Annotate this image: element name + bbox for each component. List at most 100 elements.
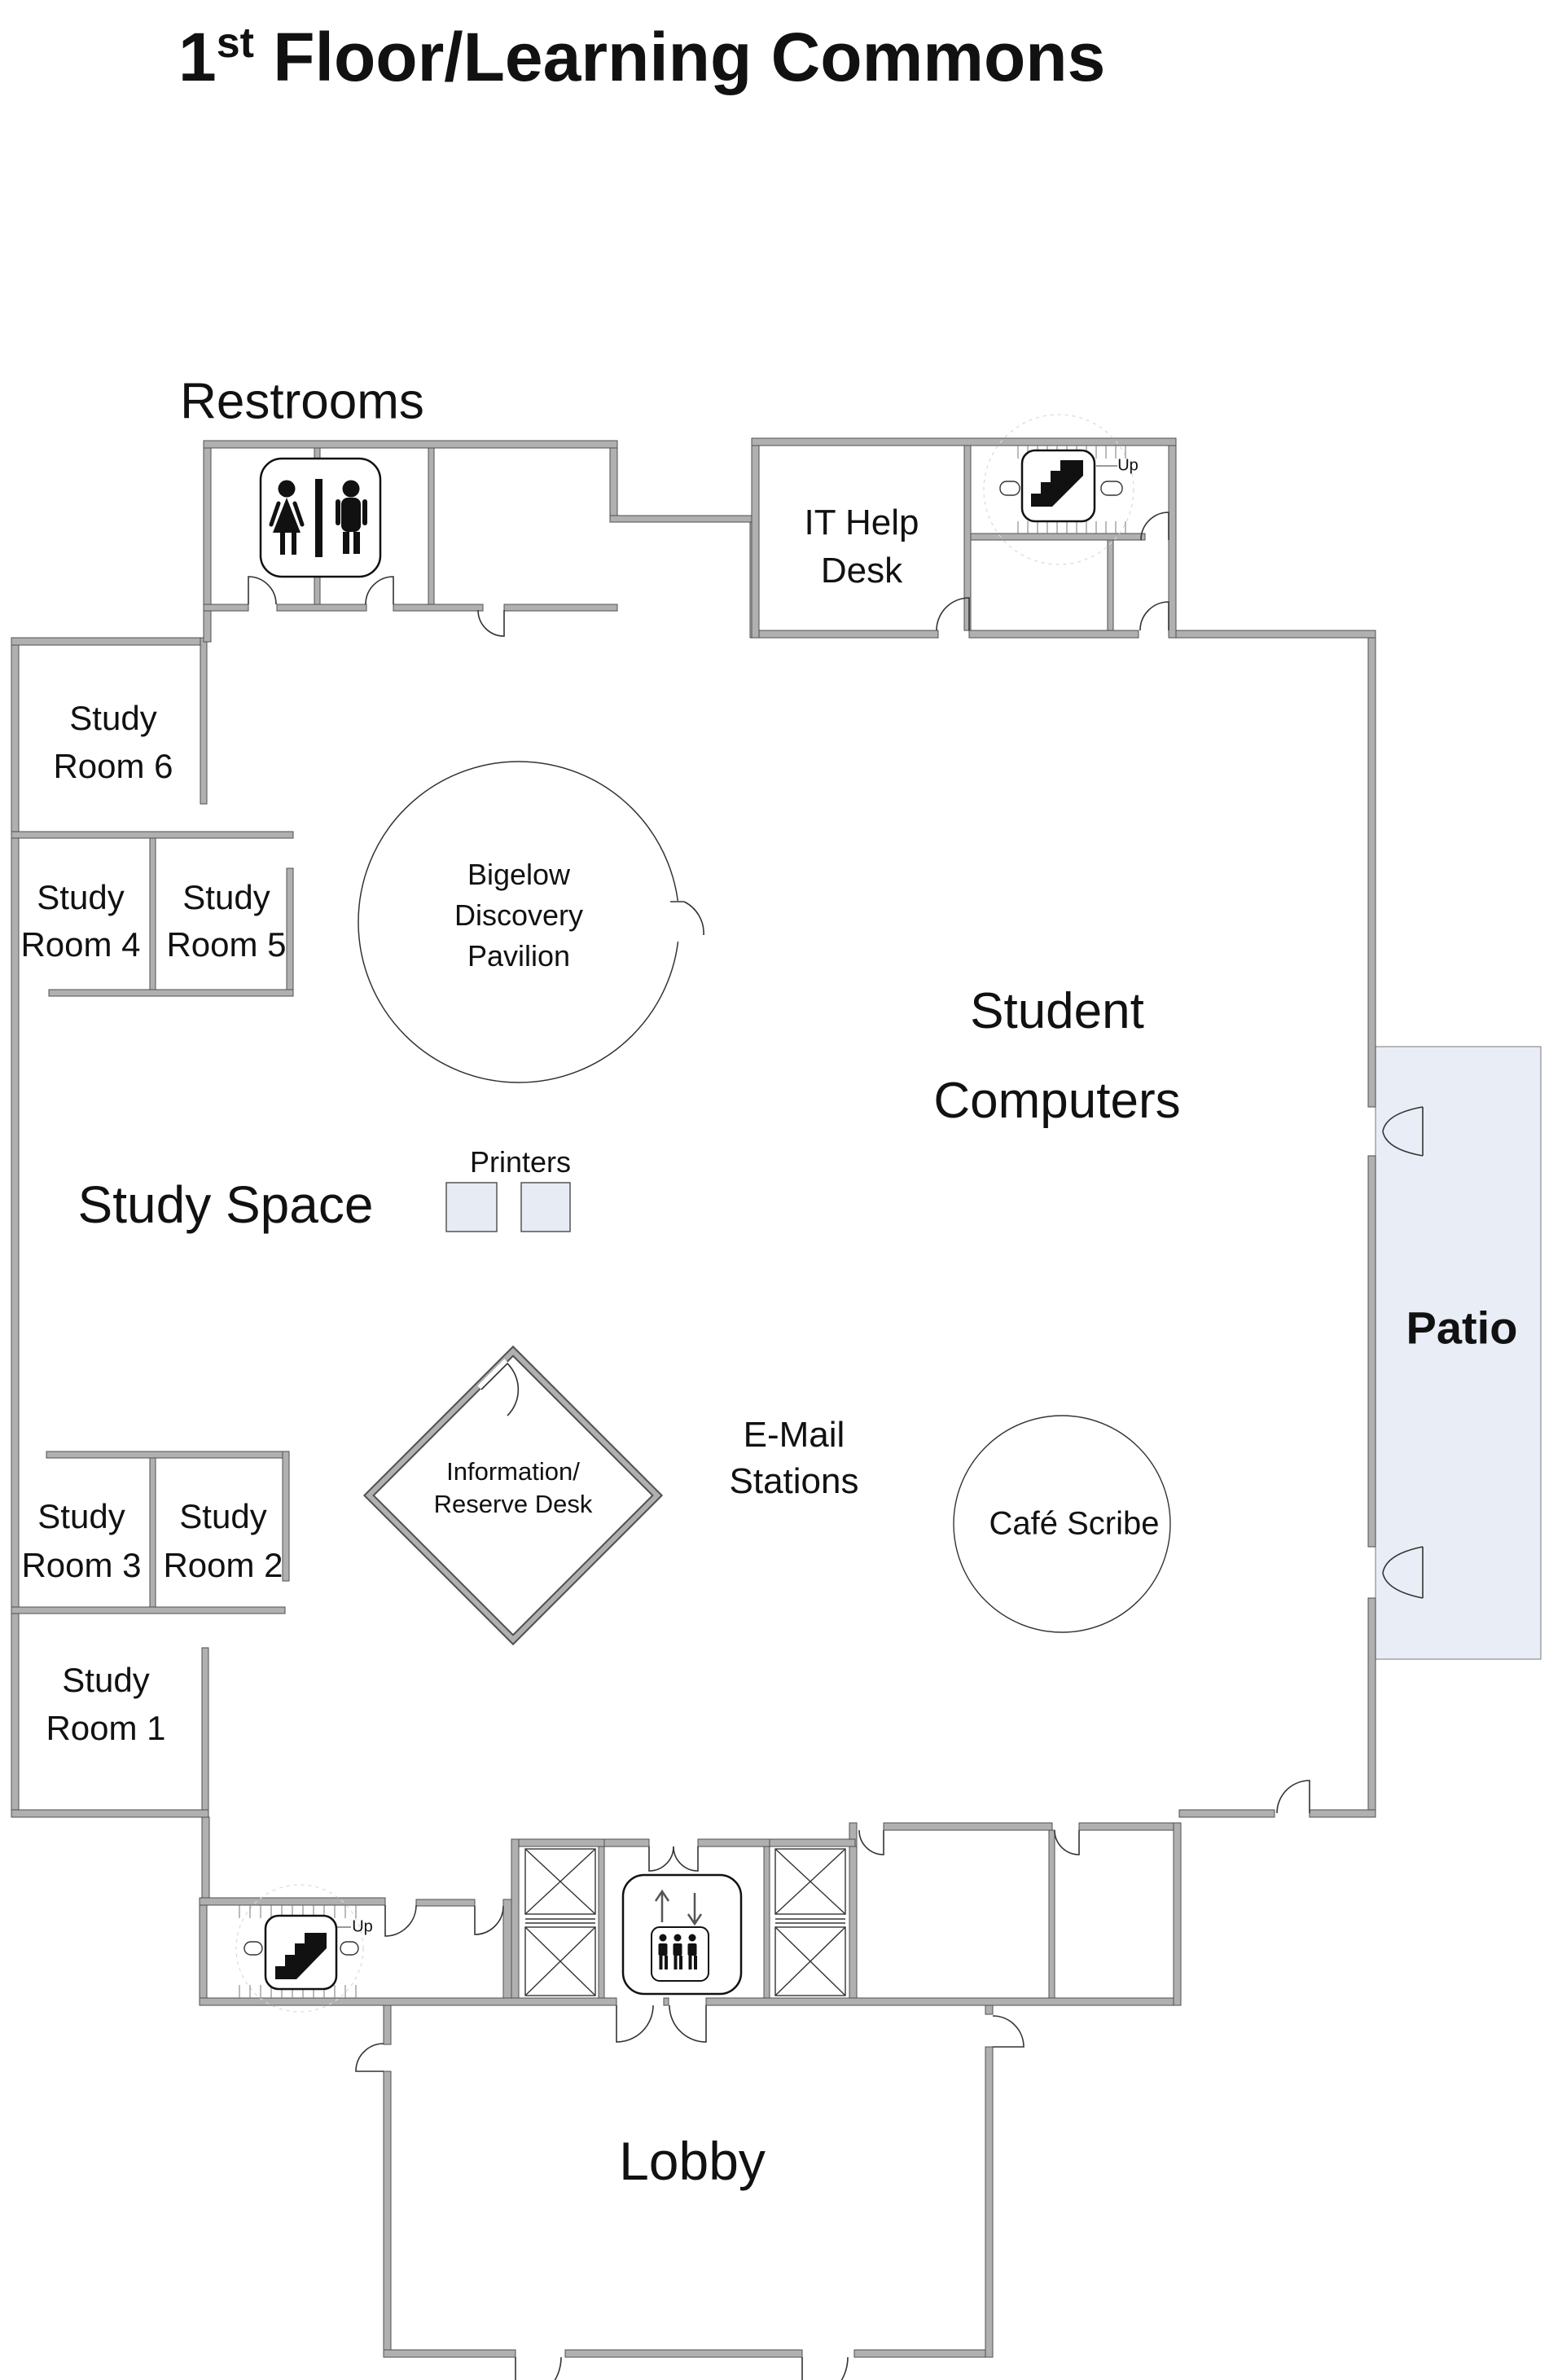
wall	[751, 445, 760, 639]
wall	[1078, 1822, 1174, 1831]
wall	[758, 630, 939, 639]
door-arc	[248, 576, 277, 605]
wall	[705, 1997, 1174, 2006]
wall	[564, 2349, 803, 2358]
label-patio: Patio	[1406, 1302, 1518, 1354]
wall	[968, 630, 1139, 639]
wall	[985, 2005, 994, 2015]
label-information-desk: Information/Reserve Desk	[433, 1457, 593, 1518]
wall	[502, 1899, 512, 2005]
stairs-glyph	[1031, 460, 1083, 507]
door-arc	[858, 1829, 884, 1855]
stairwell-bottom	[235, 1884, 364, 2013]
wall	[383, 2349, 516, 2358]
wall	[383, 2070, 392, 2358]
wall	[970, 533, 1146, 541]
title-ordinal: st	[216, 20, 254, 67]
door-arc	[355, 2043, 384, 2072]
page-title: 1st Floor/Learning Commons	[178, 18, 1105, 97]
wall	[598, 1846, 605, 2002]
label-cafe-scribe: Café Scribe	[989, 1505, 1160, 1542]
doors	[248, 512, 1424, 2380]
walls	[11, 437, 1376, 2358]
wall	[199, 1897, 386, 1906]
wall	[286, 867, 294, 997]
wall	[1107, 539, 1114, 631]
wall	[149, 837, 156, 995]
bigelow-door-gap	[672, 901, 684, 942]
wall	[763, 1846, 770, 2002]
printer-box	[520, 1182, 571, 1232]
restroom-sign-icon	[259, 457, 382, 578]
up-arrow-icon	[654, 1889, 670, 1922]
stair-treads	[239, 1905, 357, 1998]
wall	[1178, 1809, 1275, 1818]
label-up-bottom: Up	[352, 1917, 373, 1936]
stair-rail	[999, 481, 1020, 496]
wall	[11, 637, 204, 646]
stair-rail	[244, 1941, 263, 1956]
stairs-glyph	[275, 1933, 327, 1979]
door-arc	[1276, 1780, 1310, 1814]
stair-rail	[340, 1941, 359, 1956]
wall	[276, 604, 367, 612]
elevator-shafts	[524, 1848, 846, 1996]
wall	[203, 604, 249, 612]
door-arc	[801, 2356, 849, 2380]
wall	[1367, 1597, 1376, 1811]
wall	[149, 1457, 156, 1614]
wall	[1175, 630, 1376, 639]
wall	[609, 515, 758, 523]
wall	[751, 437, 1177, 446]
wall	[383, 2005, 392, 2045]
door-arc	[515, 2356, 562, 2380]
wall	[663, 1997, 669, 2006]
wall	[1048, 1829, 1055, 1999]
wall	[282, 1451, 290, 1582]
wall	[201, 1647, 209, 1811]
door-arc	[992, 2015, 1025, 2048]
door-arc	[477, 609, 505, 637]
wall	[201, 1816, 210, 1902]
title-number: 1	[178, 19, 217, 95]
wall	[11, 831, 294, 839]
wall	[853, 2349, 994, 2358]
wall	[883, 1822, 1053, 1831]
patio-door	[1382, 1106, 1424, 1157]
wall	[1168, 445, 1177, 639]
wall	[518, 1838, 605, 1847]
door-arc	[648, 1846, 674, 1872]
down-arrow-icon	[687, 1893, 703, 1926]
elevator-icon	[621, 1873, 743, 1996]
door-arc	[474, 1905, 504, 1935]
door-arc	[365, 576, 394, 605]
wall	[1367, 637, 1376, 1108]
wall	[603, 1838, 650, 1847]
information-desk-diamond	[362, 1345, 664, 1646]
wall	[697, 1838, 770, 1847]
label-printers: Printers	[469, 1145, 572, 1179]
people-icons	[658, 1934, 697, 1969]
wall	[1173, 1822, 1182, 2006]
title-text: Floor/Learning Commons	[253, 19, 1106, 95]
woman-icon	[278, 480, 296, 498]
wall	[503, 604, 618, 612]
cafe-scribe-circle	[953, 1415, 1171, 1633]
door-arc	[616, 2005, 654, 2043]
wall	[200, 637, 208, 805]
wall	[393, 604, 484, 612]
wall	[511, 1838, 520, 2002]
wall	[11, 1809, 209, 1818]
door-arc	[673, 1846, 699, 1872]
patio-area	[1375, 1046, 1542, 1660]
wall	[849, 1846, 858, 2002]
